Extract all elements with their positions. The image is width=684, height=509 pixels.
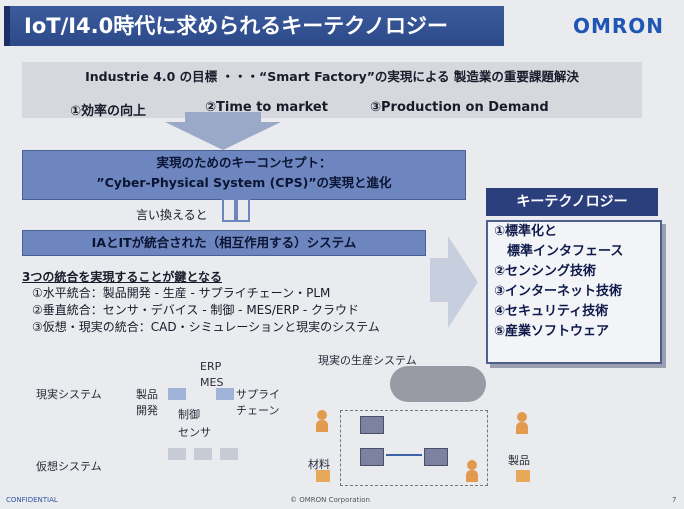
machine-icon <box>424 448 448 466</box>
right-arrow <box>448 236 478 328</box>
goal-production-on-demand: ③Production on Demand <box>370 100 549 115</box>
key-tech-item: 標準インタフェース <box>494 244 624 259</box>
horizontal-arrow-icon <box>168 388 186 400</box>
key-tech-item: ②センシング技術 <box>494 264 597 279</box>
key-tech-item: ④セキュリティ技術 <box>494 304 609 319</box>
footer-confidential: CONFIDENTIAL <box>6 496 58 504</box>
goal-line: Industrie 4.0 の目標 ・・・“Smart Factory”の実現に… <box>85 69 579 84</box>
mes-label: MES <box>200 376 224 389</box>
ia-it-box: IAとITが統合された（相互作用する）システム <box>22 230 426 256</box>
integration-heading: 3つの統合を実現することが鍵となる <box>22 270 222 284</box>
integration-item: ③仮想・現実の統合：CAD・シミュレーションと現実のシステム <box>32 320 380 334</box>
erp-label: ERP <box>200 360 222 373</box>
virtual-system-label: 仮想システム <box>36 460 102 473</box>
slide-title: IoT/I4.0時代に求められるキーテクノロジー <box>4 6 504 46</box>
virtual-arrow-icon <box>194 448 212 460</box>
real-production-label: 現実の生産システム <box>318 354 417 367</box>
right-arrow-stem <box>430 258 450 302</box>
page-number: 7 <box>672 496 677 504</box>
goal-efficiency: ①効率の向上 <box>70 104 147 119</box>
equals-bar-left <box>222 198 236 222</box>
integration-item: ①水平統合：製品開発 - 生産 - サプライチェーン・PLM <box>32 286 331 300</box>
cps-line-2: ”Cyber-Physical System (CPS)”の実現と進化 <box>96 175 392 190</box>
virtual-arrow-icon <box>168 448 186 460</box>
material-box-icon <box>316 470 330 482</box>
supply-label-2: チェーン <box>236 404 280 417</box>
machine-icon <box>360 448 384 466</box>
cps-box: 実現のためのキーコンセプト： ”Cyber-Physical System (C… <box>22 150 466 200</box>
product-dev-label-1: 製品 <box>136 388 158 401</box>
person-icon <box>316 410 328 432</box>
omron-logo: OMRON <box>572 14 664 38</box>
product-dev-label-2: 開発 <box>136 404 158 417</box>
material-label: 材料 <box>308 458 330 471</box>
integration-item: ②垂直統合：センサ・デバイス - 制御 - MES/ERP - クラウド <box>32 303 360 317</box>
product-label: 製品 <box>508 454 530 467</box>
real-system-label: 現実システム <box>36 388 102 401</box>
down-arrow-stem <box>185 112 261 124</box>
cps-line-1: 実現のためのキーコンセプト： <box>156 155 332 170</box>
integration-section: 3つの統合を実現することが鍵となる ①水平統合：製品開発 - 生産 - サプライ… <box>22 268 432 344</box>
key-tech-item: ③インターネット技術 <box>494 284 623 299</box>
footer-copyright: © OMRON Corporation <box>290 496 370 504</box>
server-icon <box>360 416 384 434</box>
production-frame <box>340 410 488 486</box>
key-tech-header: キーテクノロジー <box>486 188 658 216</box>
worker-icon <box>466 460 478 482</box>
key-tech-list: ①標準化と 標準インタフェース ②センシング技術 ③インターネット技術 ④セキュ… <box>486 220 662 364</box>
person-icon <box>516 412 528 434</box>
equals-bar-right <box>236 198 250 222</box>
goal-time-to-market: ②Time to market <box>205 100 328 115</box>
down-arrow <box>165 122 281 150</box>
horizontal-arrow-icon <box>216 388 234 400</box>
supply-label-1: サプライ <box>236 388 280 401</box>
cloud-icon <box>390 366 486 402</box>
goal-panel <box>22 62 642 118</box>
control-label: 制御 <box>178 408 200 421</box>
virtual-arrow-icon <box>220 448 238 460</box>
product-box-icon <box>516 470 530 482</box>
sensor-label: センサ <box>178 426 211 439</box>
rephrase-label: 言い換えると <box>136 208 208 222</box>
link-arrow <box>386 454 422 456</box>
key-tech-item: ⑤産業ソフトウェア <box>494 324 610 339</box>
key-tech-item: ①標準化と <box>494 224 558 239</box>
